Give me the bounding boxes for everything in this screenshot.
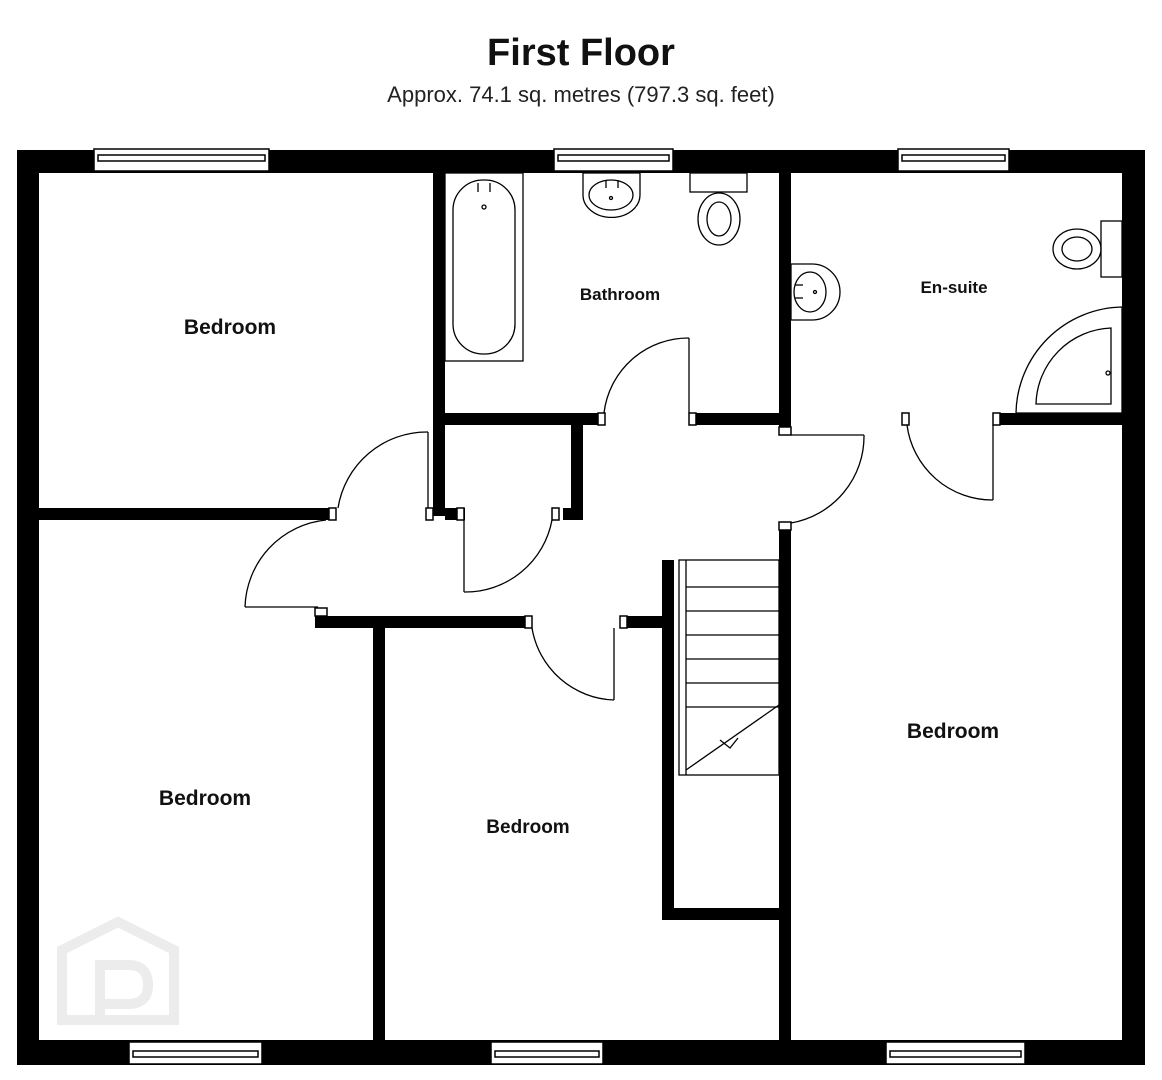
door-bathroom: [603, 337, 690, 414]
door-bedroom-bottom-middle: [531, 627, 615, 701]
room-label-bathroom: Bathroom: [580, 285, 660, 304]
house-p-logo-icon: [57, 916, 179, 1025]
windows: [93, 148, 1026, 1065]
door-en-suite: [906, 424, 994, 501]
shower-icon: [1015, 306, 1123, 414]
door-swings: [244, 337, 994, 701]
room-label-en-suite: En-suite: [920, 278, 987, 297]
ensuite-toilet-icon: [1052, 220, 1123, 278]
door-bedroom-bottom-left: [244, 519, 327, 608]
door-bedroom-top-left: [337, 431, 429, 509]
floor-area: Approx. 74.1 sq. metres (797.3 sq. feet): [387, 82, 775, 107]
interior-walls: [39, 173, 1122, 1040]
window-bedroom-right: [885, 1041, 1026, 1065]
room-label-bedroom-bottom-middle: Bedroom: [486, 817, 569, 838]
staircase: [678, 559, 780, 776]
ensuite-washbasin-icon: [790, 263, 841, 321]
room-label-bedroom-bottom-left: Bedroom: [159, 787, 251, 810]
door-jambs: [314, 412, 1001, 629]
room-label-bedroom-right: Bedroom: [907, 720, 999, 743]
room-label-bedroom-top-left: Bedroom: [184, 316, 276, 339]
window-bedroom-top-left: [93, 148, 270, 172]
toilet-icon: [689, 172, 748, 246]
door-bedroom-right: [790, 434, 865, 524]
window-bedroom-bottom-middle: [490, 1041, 604, 1065]
washbasin-icon: [582, 172, 641, 218]
window-bedroom-bottom-left: [128, 1041, 263, 1065]
window-bathroom: [553, 148, 674, 172]
floor-title: First Floor: [487, 32, 675, 74]
window-en-suite: [897, 148, 1010, 172]
bathtub-icon: [444, 172, 524, 362]
door-cupboard: [463, 519, 553, 593]
